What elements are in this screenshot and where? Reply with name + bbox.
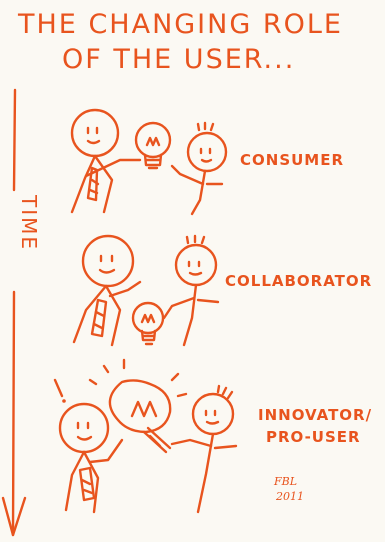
stage-consumer: CONSUMER — [70, 108, 344, 216]
large-lightbulb-icon — [88, 358, 188, 454]
time-axis-line-lower — [11, 290, 16, 537]
title-line-2: OF THE USER... — [62, 44, 295, 75]
person-left — [58, 402, 124, 514]
stage-innovator: INNOVATOR/ PRO-USER — [53, 358, 372, 514]
time-axis-label: TIME — [17, 194, 41, 251]
person-right — [162, 234, 220, 347]
stage-collaborator: COLLABORATOR — [72, 234, 372, 347]
signature: FBL 2011 — [273, 475, 304, 503]
stage-label-pro-user: PRO-USER — [266, 428, 361, 446]
lightbulb-icon — [131, 301, 165, 346]
time-axis: TIME — [1, 88, 41, 537]
diagram-title: THE CHANGING ROLE OF THE USER... — [17, 9, 343, 75]
person-left — [72, 234, 142, 347]
person-receiver — [170, 121, 228, 216]
stage-label-innovator: INNOVATOR/ — [258, 406, 372, 424]
signature-date: 2011 — [275, 490, 304, 503]
time-axis-line — [12, 88, 17, 192]
exclamation-icon — [53, 378, 66, 403]
stage-label-consumer: CONSUMER — [240, 151, 344, 169]
signature-initials: FBL — [273, 475, 297, 488]
person-right — [170, 384, 238, 514]
stage-label-collaborator: COLLABORATOR — [225, 272, 372, 290]
lightbulb-icon — [134, 121, 172, 170]
title-line-1: THE CHANGING ROLE — [17, 9, 343, 40]
time-axis-arrowhead — [1, 496, 27, 537]
person-provider — [70, 108, 142, 214]
